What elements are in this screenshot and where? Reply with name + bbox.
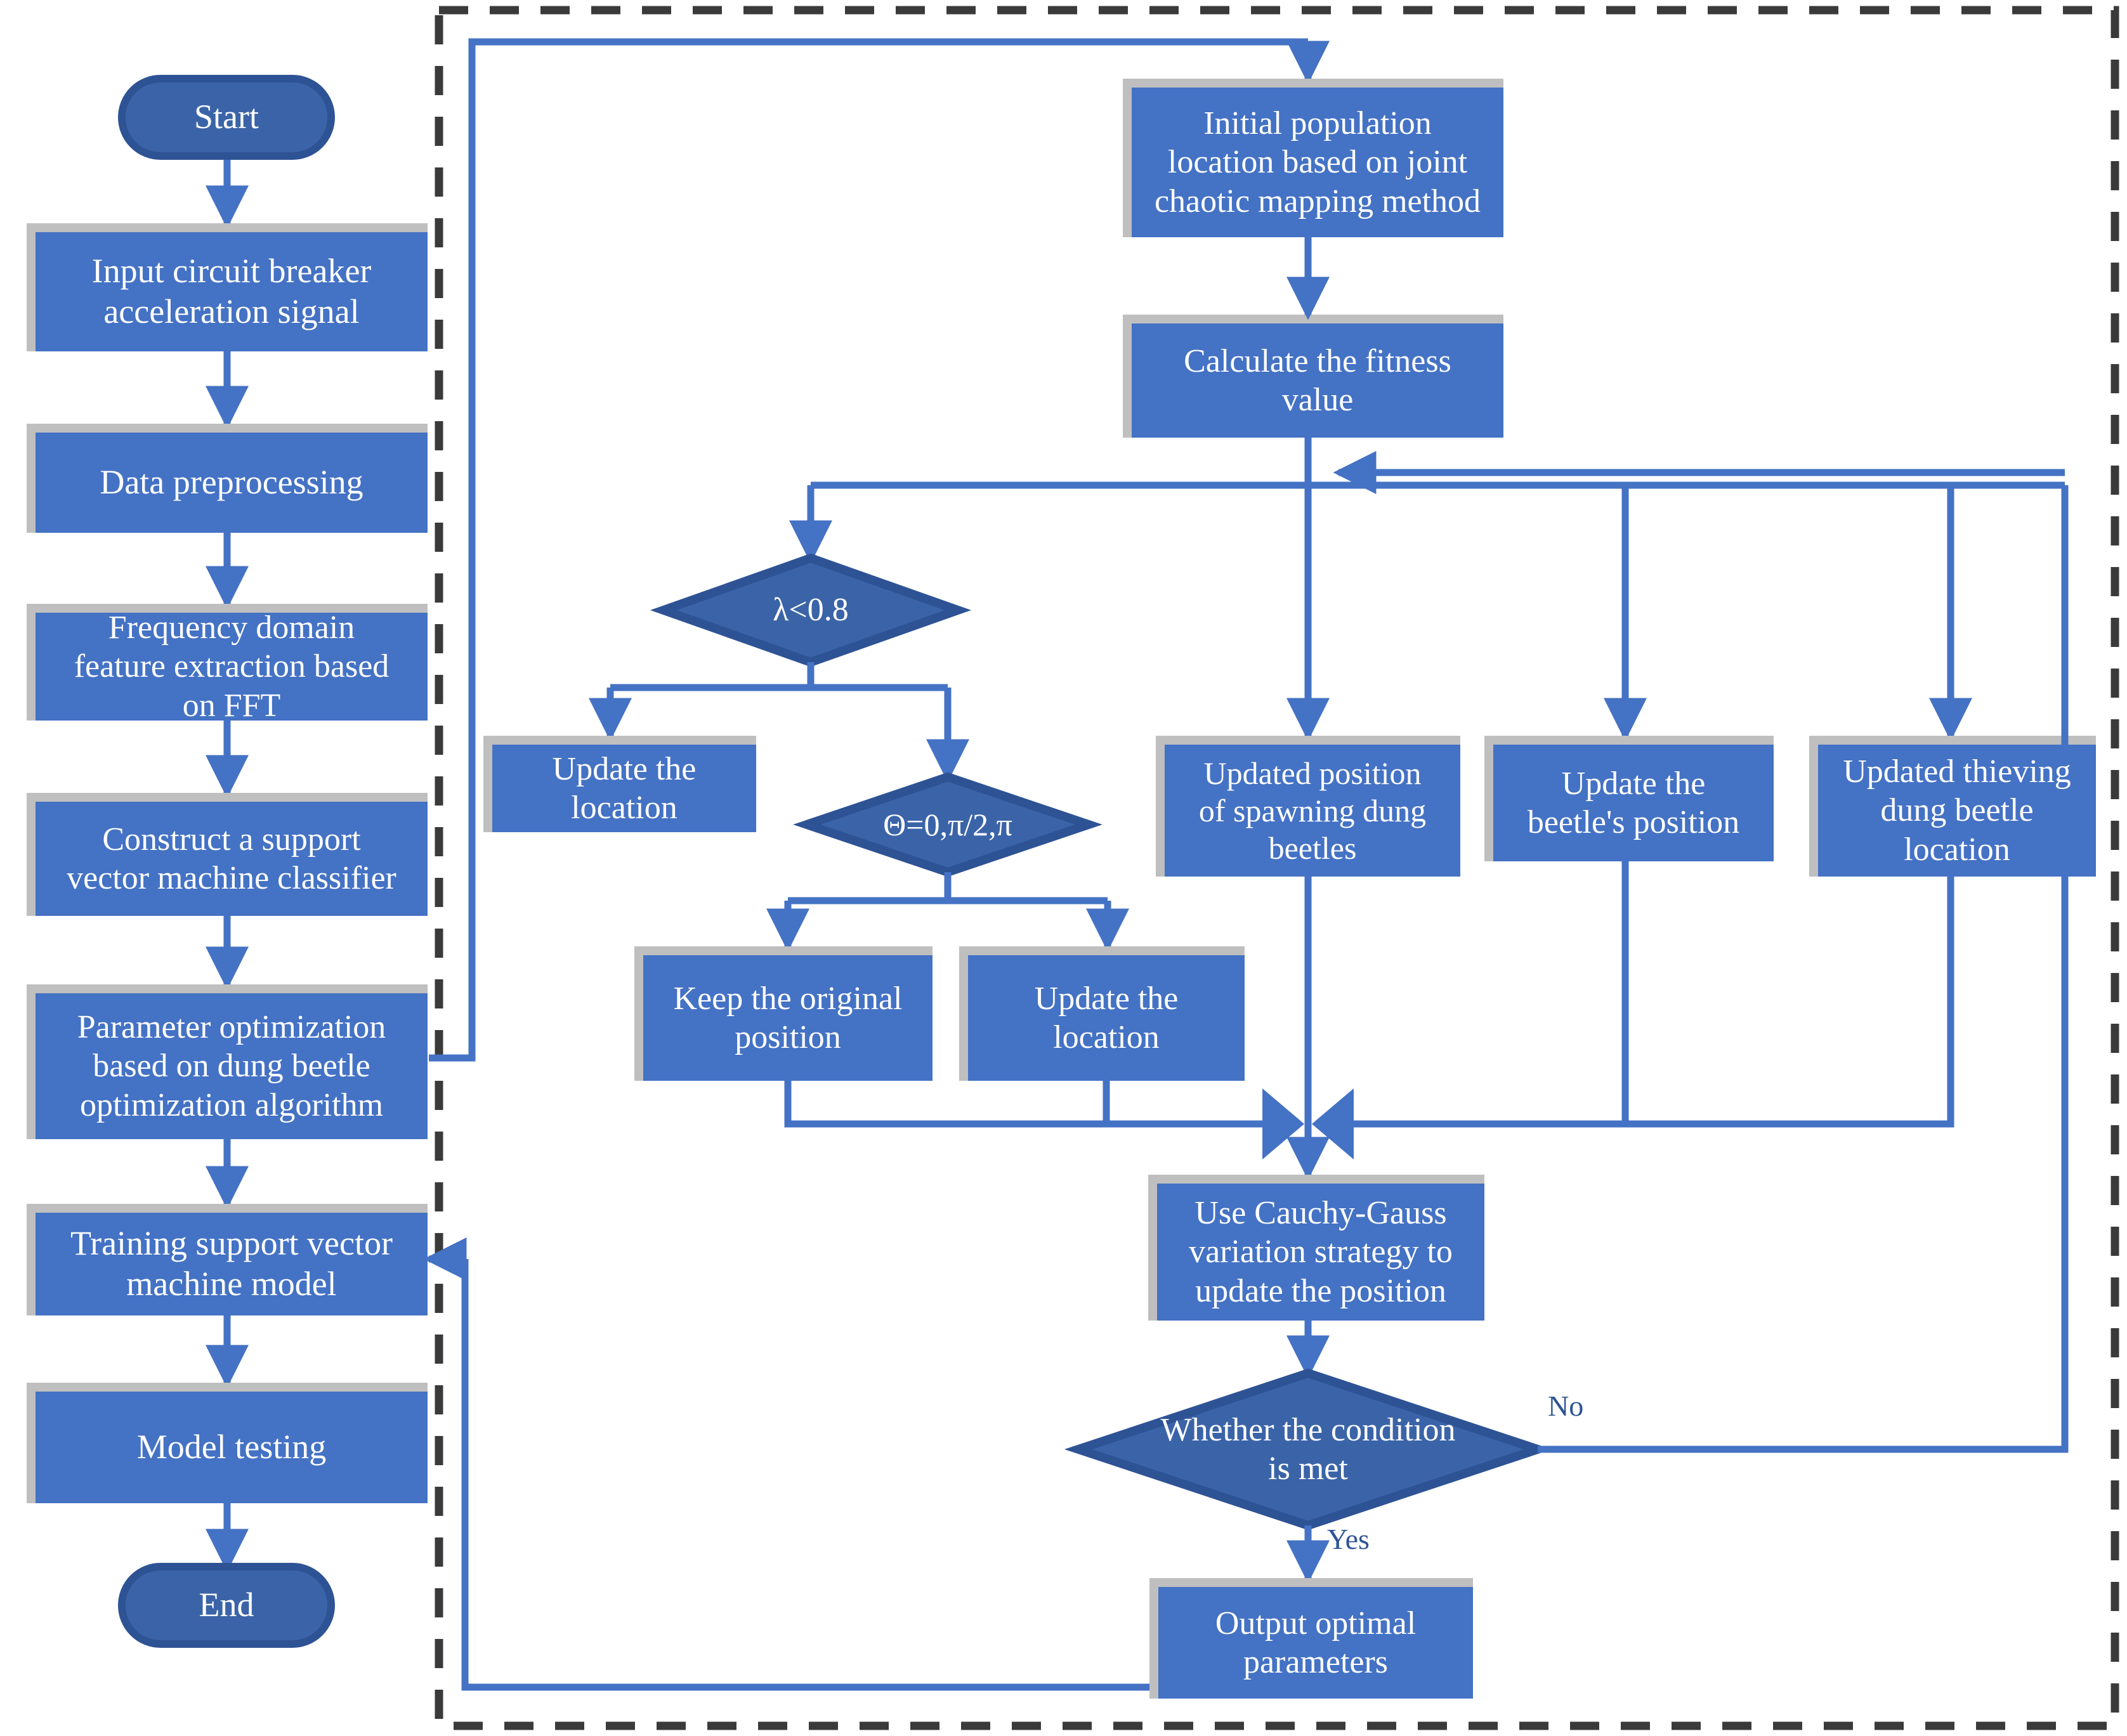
node-param-optimization[interactable]: [27, 984, 428, 1139]
node-beetle-position[interactable]: [1484, 736, 1774, 861]
link-param-to-loop: [429, 38, 1308, 1062]
node-theta-decision[interactable]: [793, 772, 1103, 877]
node-end[interactable]: [118, 1563, 335, 1648]
link-theta-branches: [766, 901, 1130, 952]
node-condition-decision[interactable]: [1064, 1368, 1552, 1530]
node-lambda-decision[interactable]: [650, 553, 972, 667]
edge-label-no: No: [1548, 1390, 1584, 1422]
node-fft-features[interactable]: [27, 604, 428, 721]
link-lambda-left-branch: [588, 688, 970, 783]
branch-bus: [807, 481, 2065, 736]
node-construct-svm[interactable]: [27, 793, 428, 916]
node-thieving-beetle[interactable]: [1809, 736, 2096, 877]
node-cauchy-gauss[interactable]: [1148, 1175, 1484, 1321]
dashed-group-border: [435, 6, 2119, 1730]
link-lambda-split: [610, 662, 948, 691]
node-spawning-beetles[interactable]: [1156, 736, 1460, 877]
link-theta-split: [788, 872, 1108, 904]
node-output-params[interactable]: [1149, 1578, 1473, 1699]
edge-label-yes: Yes: [1327, 1523, 1370, 1555]
merge-arrowheads: [1262, 1088, 1354, 1159]
node-update-location-2[interactable]: [959, 946, 1245, 1081]
node-start[interactable]: [118, 75, 335, 160]
node-keep-original[interactable]: [634, 946, 933, 1081]
node-model-testing[interactable]: [27, 1383, 428, 1503]
node-initial-population[interactable]: [1123, 79, 1503, 237]
link-no-branch: [1538, 485, 2069, 1453]
node-train-svm[interactable]: [27, 1204, 428, 1315]
node-calculate-fitness[interactable]: [1123, 315, 1503, 438]
node-input-signal[interactable]: [27, 223, 428, 351]
node-update-location-1[interactable]: [483, 736, 756, 832]
link-bus-to-spawn-branches: [1286, 660, 1973, 741]
node-data-preprocessing[interactable]: [27, 424, 428, 533]
merge-lines: [784, 861, 1954, 1128]
